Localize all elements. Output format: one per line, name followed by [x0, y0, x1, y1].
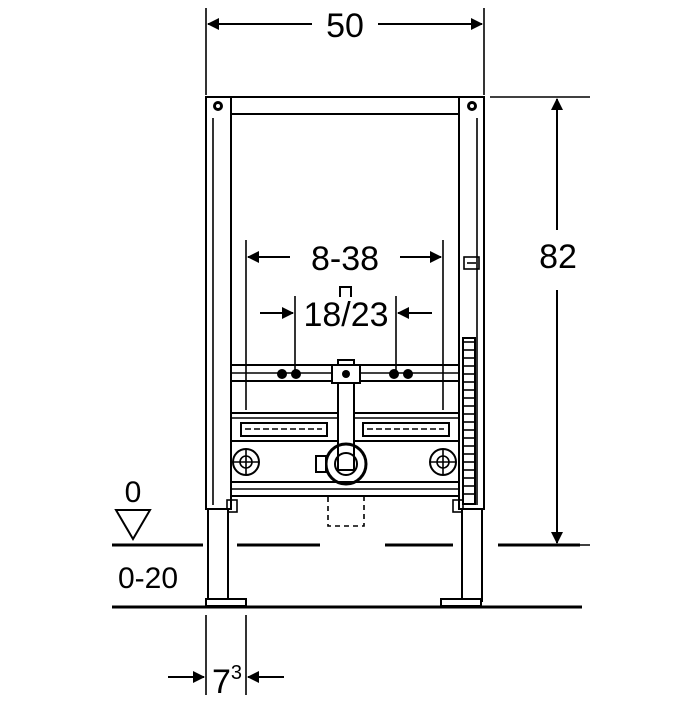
width-label: 50	[326, 7, 364, 45]
fixing-spacing-dimension: 18/23	[260, 296, 432, 370]
label-plate	[463, 256, 480, 270]
right-leg	[461, 508, 483, 602]
left-leg	[207, 508, 229, 602]
bolt-right	[429, 448, 457, 476]
height-label: 82	[539, 238, 577, 276]
floor-range-label: 0-20	[118, 562, 178, 595]
top-rail	[205, 96, 485, 115]
left-foot	[205, 598, 247, 607]
drain-pipe	[315, 359, 368, 527]
left-post	[205, 96, 232, 510]
floor-reference-label: 0	[125, 476, 142, 509]
ribbed-rail	[462, 337, 476, 505]
centre-mark	[339, 286, 352, 297]
foot-width-superscript: 3	[231, 662, 242, 684]
fixing-spacing-label: 18/23	[303, 296, 388, 334]
right-foot	[440, 598, 482, 607]
foot-width-dimension: 73	[168, 615, 284, 701]
floor-reference-symbol: 0	[114, 476, 152, 541]
outlet-range-dimension: 8-38	[245, 240, 444, 410]
foot-width-label: 73	[212, 662, 242, 700]
bolt-left	[232, 448, 260, 476]
height-dimension: 82	[490, 96, 590, 546]
width-dimension: 50	[205, 7, 485, 95]
frame-body	[205, 96, 485, 607]
outlet-range-label: 8-38	[311, 240, 379, 278]
